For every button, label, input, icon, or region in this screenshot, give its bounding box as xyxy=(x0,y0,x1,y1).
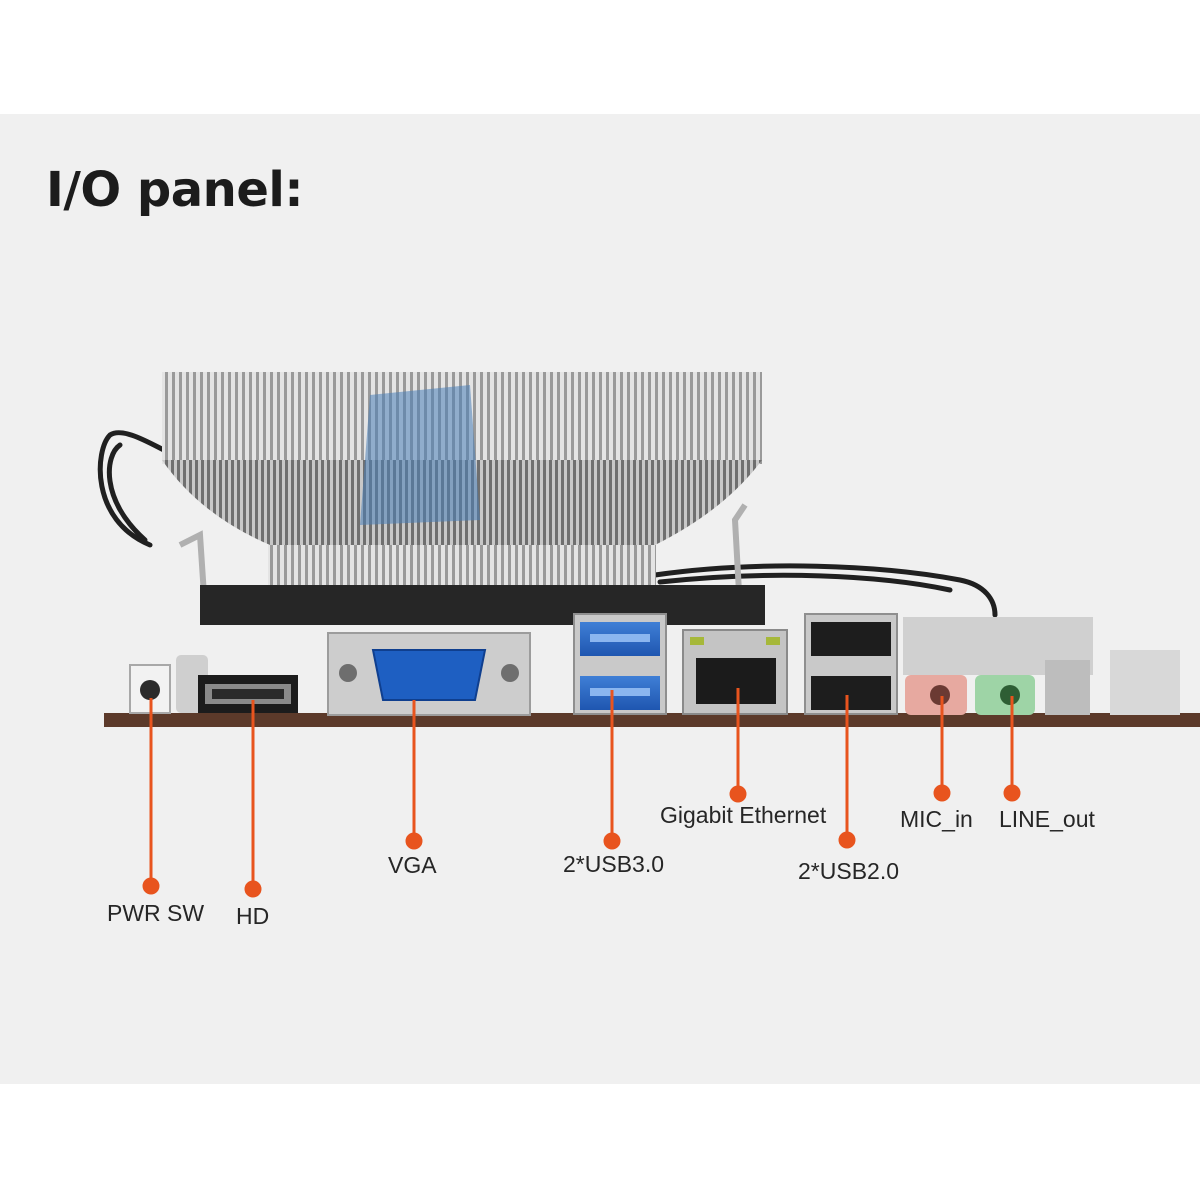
label-hd: HD xyxy=(236,903,270,929)
label-line-out: LINE_out xyxy=(999,806,1095,832)
callout-lines xyxy=(142,688,1021,898)
label-usb3: 2*USB3.0 xyxy=(563,851,665,877)
label-vga: VGA xyxy=(388,852,437,878)
audio-jacks xyxy=(903,617,1180,715)
usb2-ports xyxy=(804,613,898,715)
page-title: I/O panel: xyxy=(46,162,304,218)
ethernet-port xyxy=(682,629,788,715)
label-usb2: 2*USB2.0 xyxy=(798,858,900,884)
pcb-edge xyxy=(104,713,1200,727)
cpu-cooler xyxy=(162,372,765,625)
usb3-ports xyxy=(573,613,667,715)
label-gigabit-ethernet: Gigabit Ethernet xyxy=(660,802,827,828)
hdmi-port xyxy=(198,675,298,713)
label-mic-in: MIC_in xyxy=(900,806,973,832)
fan-cable xyxy=(97,430,998,618)
label-pwr-sw: PWR SW xyxy=(107,900,205,926)
vga-port xyxy=(327,632,531,716)
